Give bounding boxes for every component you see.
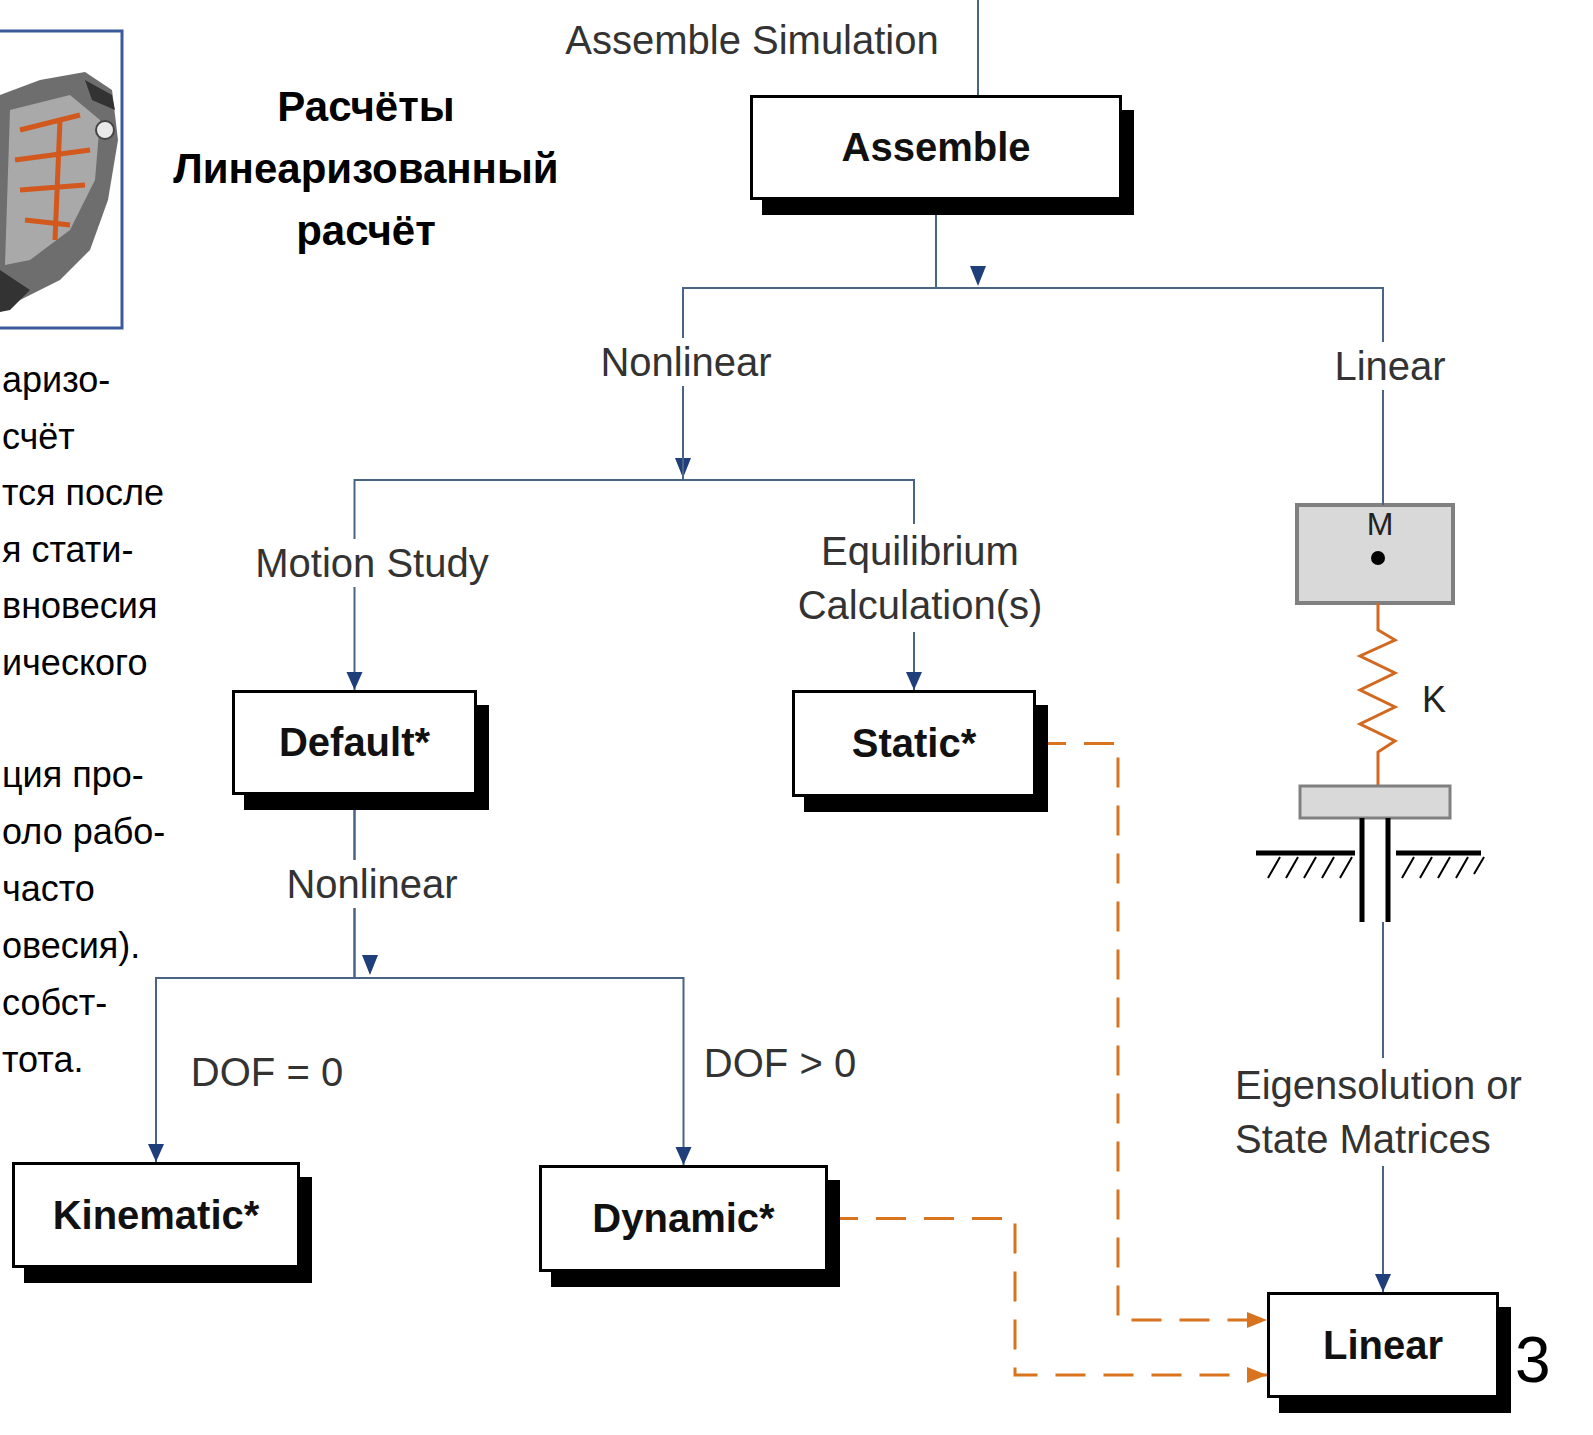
engine-fan xyxy=(96,121,114,139)
box-label: Linear xyxy=(1323,1323,1443,1368)
side-note: оло рабо- xyxy=(2,810,165,853)
box-label: Default* xyxy=(279,720,430,765)
process-box: Static* xyxy=(792,690,1036,797)
edge-label: Equilibrium Calculation(s) xyxy=(764,524,1076,632)
rod-line xyxy=(1386,818,1391,922)
box-label: Assemble xyxy=(842,125,1031,170)
connector-line xyxy=(156,795,355,1162)
engine-casing xyxy=(5,95,100,265)
diagram-label: M xyxy=(1367,505,1394,543)
diagram-label: Assemble Simulation xyxy=(565,16,939,64)
edge-label: Eigensolution or State Matrices xyxy=(1229,1058,1571,1166)
base-plate xyxy=(1300,786,1450,818)
side-note: тота. xyxy=(2,1038,83,1081)
side-note: овесия). xyxy=(2,924,140,967)
edge-label: DOF = 0 xyxy=(191,1048,343,1096)
engine-detail xyxy=(0,80,115,312)
process-box: Default* xyxy=(232,690,477,795)
arrow-head xyxy=(970,266,986,286)
ground-line xyxy=(1256,851,1355,856)
rod-line xyxy=(1360,818,1365,922)
side-note: я стати- xyxy=(2,528,133,571)
diagram-label: K xyxy=(1422,678,1446,721)
connector-line xyxy=(355,795,684,1165)
engine-parts xyxy=(15,115,90,240)
edge-label: DOF > 0 xyxy=(698,1039,862,1087)
process-box: Linear xyxy=(1267,1292,1499,1398)
ground-line xyxy=(1396,851,1481,856)
ground-hatch xyxy=(1268,857,1484,878)
edge-label: Motion Study xyxy=(249,539,494,587)
side-note: ция про- xyxy=(2,753,144,796)
picture-frame xyxy=(0,31,122,328)
mass-spring-symbol xyxy=(1256,505,1484,922)
side-note: счёт xyxy=(2,415,75,458)
process-box: Assemble xyxy=(750,95,1122,200)
diagram-label: Nonlinear xyxy=(594,338,777,386)
page-number: 3 xyxy=(1515,1322,1551,1399)
mass-dot xyxy=(1371,551,1385,565)
side-note: собст- xyxy=(2,981,107,1024)
process-box: Dynamic* xyxy=(539,1165,828,1272)
title-text: Расчёты Линеаризованный расчёт xyxy=(146,76,586,262)
side-note: аризо- xyxy=(2,358,110,401)
process-box: Kinematic* xyxy=(12,1162,300,1268)
side-note: тся после xyxy=(2,471,164,514)
side-note: ического xyxy=(2,641,147,684)
box-label: Kinematic* xyxy=(53,1193,260,1238)
side-note: вновесия xyxy=(2,584,157,627)
input-line xyxy=(977,0,979,97)
spring-symbol xyxy=(1360,603,1395,785)
mass-block xyxy=(1297,505,1453,603)
box-label: Dynamic* xyxy=(592,1196,774,1241)
diagram-label: Nonlinear xyxy=(280,860,463,908)
box-label: Static* xyxy=(852,721,977,766)
engine-body xyxy=(0,72,118,305)
dashed-connector xyxy=(828,1219,1267,1376)
dashed-connector xyxy=(1036,744,1267,1321)
engine-illustration xyxy=(0,31,122,328)
arrow-head xyxy=(362,955,378,975)
side-note: часто xyxy=(2,867,95,910)
diagram-label: Linear xyxy=(1328,342,1451,390)
